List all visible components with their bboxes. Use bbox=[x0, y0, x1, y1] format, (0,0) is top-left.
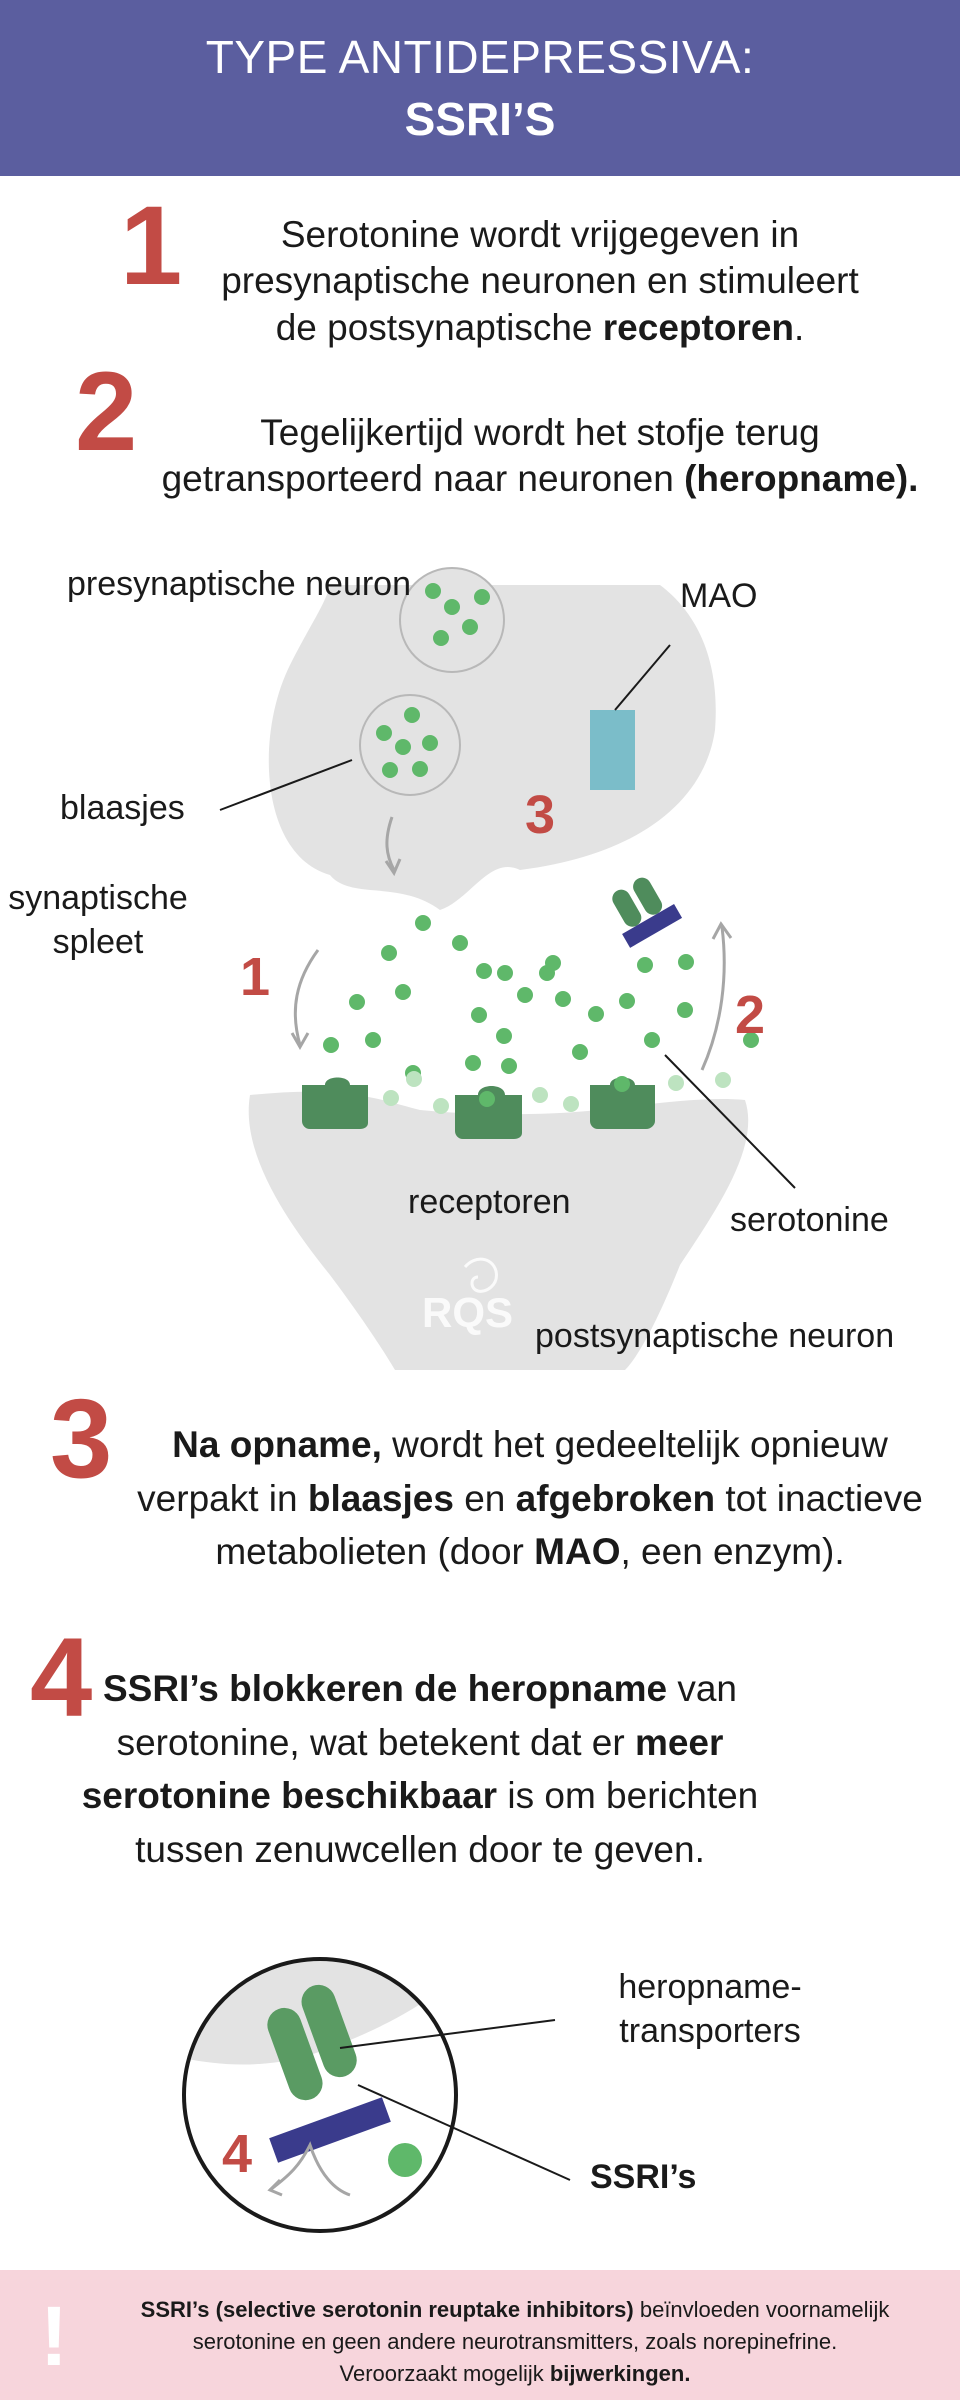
header-subtitle: SSRI’S bbox=[404, 93, 556, 145]
presynaptic-neuron-shape bbox=[268, 585, 716, 910]
label-ssri: SSRI’s bbox=[590, 2158, 697, 2196]
step-4-line-2: serotonine, wat betekent dat er meer bbox=[116, 1721, 724, 1763]
footer-line-2: serotonine en geen andere neurotransmitt… bbox=[192, 2328, 838, 2354]
step-1-line-1: Serotonine wordt vrijgegeven in bbox=[280, 214, 800, 255]
step-3-number: 3 bbox=[50, 1376, 113, 1501]
rqs-logo: RQS bbox=[422, 1257, 513, 1336]
label-synaptic-cleft: synaptische spleet bbox=[8, 876, 188, 964]
serotonin-molecules bbox=[323, 915, 759, 1081]
step-2-text: Tegelijkertijd wordt het stofje terug ge… bbox=[120, 410, 960, 503]
label-vesicles: blaasjes bbox=[60, 789, 185, 827]
diagram-number-3: 3 bbox=[525, 785, 555, 845]
step-2-reuptake-emphasis: (heropname). bbox=[684, 458, 919, 500]
step-2-number: 2 bbox=[75, 349, 138, 474]
footer-line-1: SSRI’s (selective serotonin reuptake inh… bbox=[140, 2297, 890, 2322]
inactive-molecules bbox=[383, 1071, 731, 1114]
label-synaptic-cleft-line-1: synaptische bbox=[8, 879, 188, 917]
reuptake-transporter-top bbox=[612, 877, 683, 948]
vesicle-top bbox=[399, 567, 505, 673]
step-3-line-2: verpakt in blaasjes en afgebroken tot in… bbox=[137, 1477, 923, 1519]
label-synaptic-cleft-line-2: spleet bbox=[52, 923, 144, 962]
diagram-number-1: 1 bbox=[240, 947, 270, 1007]
step-2-line-2: getransporteerd naar neuronen (heropname… bbox=[161, 458, 919, 500]
step-1-receptors-emphasis: receptoren bbox=[602, 306, 794, 348]
svg-text:RQS: RQS bbox=[422, 1289, 513, 1336]
postsynaptic-neuron-shape bbox=[248, 1091, 749, 1370]
mao-enzyme bbox=[590, 710, 635, 790]
receptor-right bbox=[590, 1076, 655, 1129]
label-presynaptic-neuron: presynaptische neuron bbox=[67, 565, 412, 603]
step-4-line-3: serotonine beschikbaar is om berichten bbox=[81, 1775, 759, 1817]
label-reuptake-transporters-line-1: heropname- bbox=[618, 1968, 802, 2006]
step-4-line-4: tussen zenuwcellen door te geven. bbox=[135, 1828, 705, 1870]
step-1-text: Serotonine wordt vrijgegeven in presynap… bbox=[150, 212, 930, 351]
synapse-diagram: 3 1 2 RQS bbox=[219, 567, 796, 1370]
inset-zoom-diagram: 4 bbox=[182, 1957, 458, 2233]
step-4-text: SSRI’s blokkeren de heropname van seroto… bbox=[60, 1662, 780, 1877]
footer-line-3: Veroorzaakt mogelijk bijwerkingen. bbox=[339, 2360, 691, 2386]
receptor-left bbox=[302, 1077, 368, 1129]
step-3-line-3: metabolieten (door MAO, een enzym). bbox=[215, 1531, 845, 1573]
step-4-number: 4 bbox=[30, 1615, 93, 1740]
label-receptors: receptoren bbox=[408, 1183, 571, 1221]
label-postsynaptic-neuron: postsynaptische neuron bbox=[535, 1317, 895, 1355]
step-1-line-2: presynaptische neuronen en stimuleert bbox=[221, 260, 859, 302]
inset-reuptake-transporter bbox=[267, 1984, 357, 2101]
diagram-number-2: 2 bbox=[735, 985, 765, 1045]
receptor-center bbox=[455, 1086, 522, 1139]
vesicle-left bbox=[359, 694, 461, 796]
exclamation-icon: ! bbox=[40, 2289, 68, 2383]
label-reuptake-transporters-line-2: transporters bbox=[619, 2012, 801, 2051]
footer-text: SSRI’s (selective serotonin reuptake inh… bbox=[90, 2294, 940, 2390]
step-3-line-1: Na opname, wordt het gedeeltelijk opnieu… bbox=[172, 1424, 888, 1465]
header-title: TYPE ANTIDEPRESSIVA: bbox=[205, 31, 755, 83]
inset-number-4: 4 bbox=[222, 2124, 252, 2184]
footer-notice: ! SSRI’s (selective serotonin reuptake i… bbox=[0, 2270, 960, 2400]
label-serotonin: serotonine bbox=[730, 1201, 889, 1239]
step-4-line-1: SSRI’s blokkeren de heropname van bbox=[102, 1668, 738, 1709]
inset-ssri-blocker bbox=[269, 2097, 391, 2163]
label-mao: MAO bbox=[680, 577, 758, 615]
step-3-text: Na opname, wordt het gedeeltelijk opnieu… bbox=[100, 1418, 960, 1579]
label-reuptake-transporters: heropname- transporters bbox=[610, 1965, 810, 2053]
step-2-line-1: Tegelijkertijd wordt het stofje terug bbox=[260, 412, 820, 453]
inset-pointer-lines bbox=[339, 2019, 571, 2181]
step-1-line-3: de postsynaptische receptoren. bbox=[275, 306, 805, 348]
step-1-number: 1 bbox=[120, 183, 183, 308]
header-banner: TYPE ANTIDEPRESSIVA: SSRI’S bbox=[0, 0, 960, 176]
